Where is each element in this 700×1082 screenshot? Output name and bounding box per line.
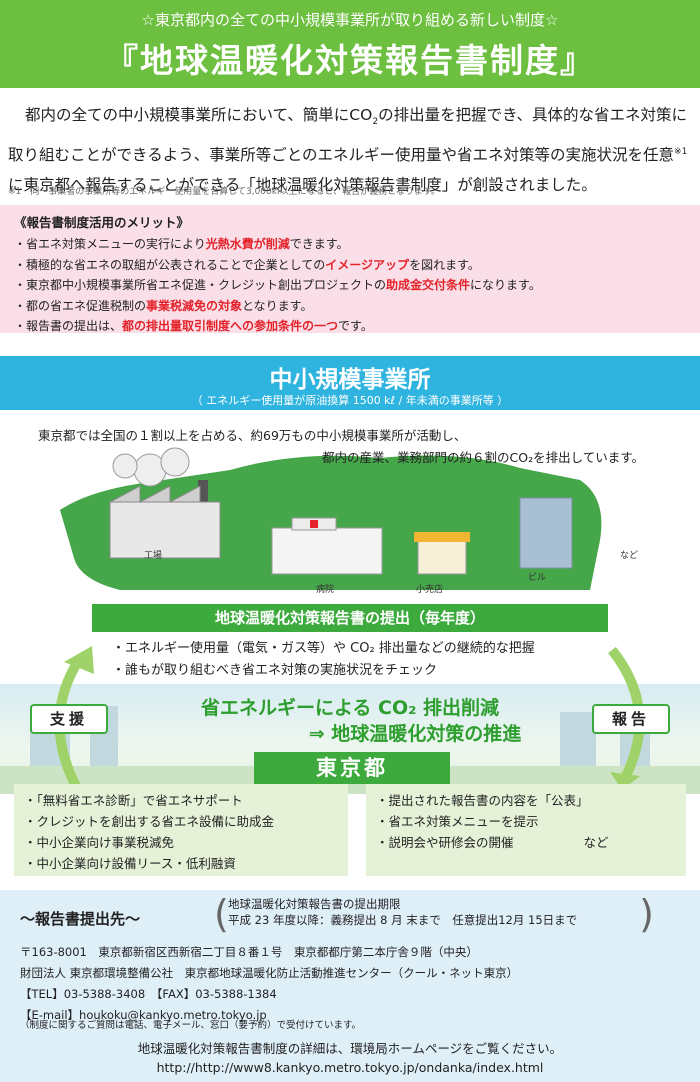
sme-banner: 中小規模事業所 （ エネルギー使用量が原油換算 1500 kℓ / 年未満の事業… (0, 356, 700, 410)
report-label: 報告 (592, 704, 670, 734)
intro-text-2: の排出量を把握でき、具体的な省エネ対策に取り組むことができるよう、事業所等ごとの… (8, 106, 687, 165)
business-illustration (60, 447, 602, 590)
report-bullet: ・エネルギー使用量（電気・ガス等）や CO₂ 排出量などの継続的な把握 (112, 641, 535, 656)
support-list: ・「無料省エネ診断」で省エネサポート ・クレジットを創出する省エネ設備に助成金 … (14, 784, 348, 876)
building-icon (519, 497, 573, 569)
merits-box: 《報告書制度活用のメリット》 ・省エネ対策メニューの実行により光熱水費が削減でき… (0, 205, 700, 333)
report-list: ・提出された報告書の内容を「公表」 ・省エネ対策メニューを提示 ・説明会や研修会… (366, 784, 686, 876)
merit-text: ・積極的な省エネの取組が公表されることで企業としての (14, 257, 326, 272)
support-label: 支援 (30, 704, 108, 734)
merit-text: ・省エネ対策メニューの実行により (14, 237, 206, 251)
merits-title: 《報告書制度活用のメリット》 (14, 215, 190, 230)
hospital-label: 病院 (316, 585, 335, 595)
intro-footnote-mark: ※1 (674, 147, 688, 158)
support-item: ・中小企業向け事業税減免 (24, 835, 175, 850)
merit-text: を図れます。 (409, 257, 480, 272)
support-item: ・「無料省エネ診断」で省エネサポート (24, 793, 243, 808)
merit-text: になります。 (470, 278, 541, 292)
support-item: ・クレジットを創出する省エネ設備に助成金 (24, 814, 275, 829)
merit-highlight: 光熱水費が削減 (205, 237, 290, 251)
report-item: ・提出された報告書の内容を「公表」 (376, 793, 589, 808)
arrow-down-icon (610, 772, 640, 790)
intro-sub-2: 2 (372, 117, 379, 128)
merit-item: ・報告書の提出は、都の排出量取引制度への参加条件の一つです。 (14, 316, 686, 337)
submission-section: ～報告書提出先～ ( 地球温暖化対策報告書の提出期限 平成 23 年度以降：義務… (0, 890, 700, 1082)
merit-item: ・都の省エネ促進税制の事業税減免の対象となります。 (14, 296, 686, 317)
intro-footnote: ※1 同一事業者の事業所等のエネルギー使用量を合算して3,000kl以上になると… (8, 187, 440, 197)
tel-fax: 【TEL】03-5388-3408 【FAX】03-5388-1384 (20, 987, 277, 1001)
merit-item: ・積極的な省エネの取組が公表されることで企業としてのイメージアップを図れます。 (14, 255, 686, 276)
factory-icon (109, 447, 221, 559)
intro-text-3: に東京都へ報告することができる「地球温暖化対策報告書制度」が創設されました。 (8, 176, 597, 195)
report-bullet: ・誰もが取り組むべき省エネ対策の実施状況をチェック (112, 663, 438, 678)
co2-reduction-line: 省エネルギーによる CO₂ 排出削減 (200, 697, 500, 719)
header-title: 『地球温暖化対策報告書制度』 (105, 41, 595, 80)
factory-label: 工場 (144, 551, 163, 561)
report-item: ・省エネ対策メニューを提示 (376, 814, 539, 829)
details-url-link[interactable]: http://http://www8.kankyo.metro.tokyo.jp… (156, 1060, 544, 1075)
report-item-text: ・説明会や研修会の開催 (376, 835, 514, 850)
deadline-text: 平成 23 年度以降：義務提出 8 月 末まで 任意提出12月 15日まで (228, 913, 578, 927)
hospital-icon (271, 517, 383, 575)
merit-text: です。 (338, 319, 373, 333)
merit-text: ・都の省エネ促進税制の (14, 298, 147, 313)
sme-text-1: 東京都では全国の１割以上を占める、約69万もの中小規模事業所が活動し、 (38, 428, 467, 443)
intro-text-1: 都内の全ての中小規模事業所において、簡単にCO (25, 106, 373, 124)
merit-highlight: 助成金交付条件 (386, 278, 471, 292)
sme-subtitle: （ エネルギー使用量が原油換算 1500 kℓ / 年未満の事業所等 ） (191, 394, 509, 407)
merit-highlight: イメージアップ (325, 257, 410, 272)
merit-highlight: 都の排出量取引制度への参加条件の一つ (122, 319, 339, 333)
merit-item: ・東京都中小規模事業所省エネ促進・クレジット創出プロジェクトの助成金交付条件にな… (14, 275, 686, 296)
email-address[interactable]: 【E-mail】houkoku@kankyo.metro.tokyo.jp (20, 1008, 267, 1022)
report-item-etc: など (583, 835, 609, 850)
shop-icon (414, 532, 470, 575)
header-banner: ☆東京都内の全ての中小規模事業所が取り組める新しい制度☆ 『地球温暖化対策報告書… (0, 0, 700, 88)
sme-text-2: 都内の産業、業務部門の約６割のCO₂を排出しています。 (322, 450, 644, 465)
report-bullets: ・エネルギー使用量（電気・ガス等）や CO₂ 排出量などの継続的な把握 ・誰もが… (112, 638, 535, 682)
support-item: ・中小企業向け設備リース・低利融資 (24, 856, 236, 871)
header-subtitle: ☆東京都内の全ての中小規模事業所が取り組める新しい制度☆ (141, 11, 559, 29)
report-submission-bar: 地球温暖化対策報告書の提出（毎年度） (92, 604, 608, 632)
arrow-up-icon (64, 646, 94, 674)
merit-item: ・省エネ対策メニューの実行により光熱水費が削減できます。 (14, 234, 686, 255)
intro-paragraph: 都内の全ての中小規模事業所において、簡単にCO2の排出量を把握でき、具体的な省エ… (0, 100, 700, 200)
promotion-line: ⇒ 地球温暖化対策の推進 (308, 723, 522, 745)
sme-title: 中小規模事業所 (269, 367, 431, 393)
details-text: 地球温暖化対策報告書制度の詳細は、環境局ホームページをご覧ください。 (137, 1041, 563, 1056)
report-item: ・説明会や研修会の開催 など (376, 832, 676, 853)
address-block: 〒163-8001 東京都新宿区西新宿二丁目８番１号 東京都都庁第二本庁舎９階（… (20, 942, 518, 1026)
etc-label: など (620, 551, 639, 561)
submission-title: ～報告書提出先～ (20, 910, 141, 928)
tokyo-bar: 東京都 (254, 752, 450, 784)
merit-highlight: 事業税減免の対象 (146, 298, 243, 313)
details-block: 地球温暖化対策報告書制度の詳細は、環境局ホームページをご覧ください。 http:… (0, 1039, 700, 1077)
postal-address: 〒163-8001 東京都新宿区西新宿二丁目８番１号 東京都都庁第二本庁舎９階（… (20, 945, 478, 959)
deadline-title: 地球温暖化対策報告書の提出期限 (228, 897, 401, 911)
deadline-box: ( 地球温暖化対策報告書の提出期限 平成 23 年度以降：義務提出 8 月 末ま… (214, 892, 654, 936)
merit-text: ・東京都中小規模事業所省エネ促進・クレジット創出プロジェクトの (14, 278, 387, 292)
merit-text: できます。 (289, 237, 349, 251)
inquiry-note: （制度に関するご質問は電話、電子メール、窓口（要予約）で受付けています。 (20, 1020, 362, 1031)
shop-label: 小売店 (416, 585, 444, 595)
merit-text: ・報告書の提出は、 (14, 319, 123, 333)
merit-text: となります。 (242, 298, 313, 313)
organization: 財団法人 東京都環境整備公社 東京都地球温暖化防止活動推進センター（クール・ネッ… (20, 966, 519, 980)
building-label: ビル (528, 573, 547, 583)
